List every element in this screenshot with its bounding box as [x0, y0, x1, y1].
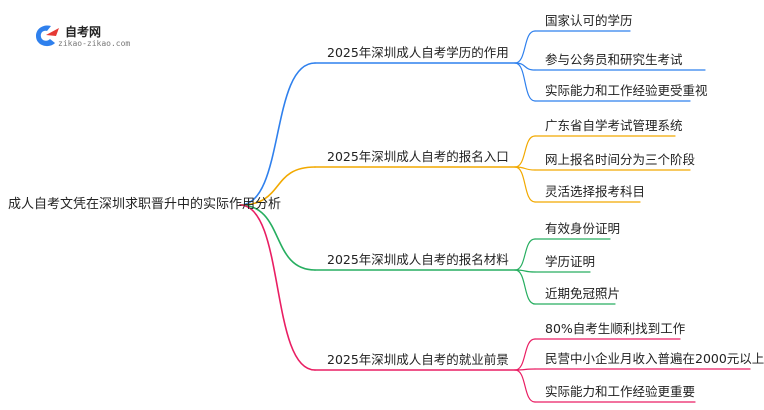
leaf-connector	[514, 238, 536, 271]
logo-name: 自考网	[65, 25, 102, 39]
branch-node[interactable]: 2025年深圳成人自考学历的作用	[327, 45, 509, 60]
logo-url: zikao-zikao.com	[58, 39, 131, 48]
leaf-connector	[514, 166, 536, 203]
branch-connector	[239, 62, 316, 206]
root-node[interactable]: 成人自考文凭在深圳求职晋升中的实际作用分析	[8, 197, 282, 212]
leaf-node[interactable]: 有效身份证明	[545, 221, 621, 236]
leaf-connector	[514, 338, 536, 371]
leaf-node[interactable]: 实际能力和工作经验更重要	[545, 384, 696, 399]
leaf-node[interactable]: 灵活选择报考科目	[545, 184, 646, 199]
leaf-node[interactable]: 近期免冠照片	[545, 286, 621, 301]
leaf-node[interactable]: 学历证明	[545, 254, 596, 269]
branch-connector	[239, 204, 316, 271]
branch-node[interactable]: 2025年深圳成人自考的报名入口	[327, 149, 509, 164]
leaf-connector	[514, 30, 536, 64]
branch-connector	[239, 204, 316, 371]
branch-node[interactable]: 2025年深圳成人自考的报名材料	[327, 252, 509, 267]
branch-node[interactable]: 2025年深圳成人自考的就业前景	[327, 352, 509, 367]
leaf-node[interactable]: 国家认可的学历	[545, 13, 633, 28]
leaf-node[interactable]: 参与公务员和研究生考试	[545, 52, 683, 67]
leaf-connector	[514, 135, 536, 168]
leaf-connector	[514, 62, 536, 102]
site-logo: 自考网 zikao-zikao.com	[32, 22, 148, 52]
logo-mark-icon	[36, 25, 59, 47]
branch-connector	[239, 166, 316, 206]
leaf-connector	[514, 369, 536, 403]
leaf-node[interactable]: 实际能力和工作经验更受重视	[545, 83, 708, 98]
leaf-connector	[514, 269, 536, 305]
leaf-node[interactable]: 80%自考生顺利找到工作	[545, 321, 686, 336]
leaf-node[interactable]: 广东省自学考试管理系统	[545, 118, 683, 133]
leaf-node[interactable]: 民营中小企业月收入普遍在2000元以上	[545, 351, 764, 366]
leaf-node[interactable]: 网上报名时间分为三个阶段	[545, 152, 696, 167]
